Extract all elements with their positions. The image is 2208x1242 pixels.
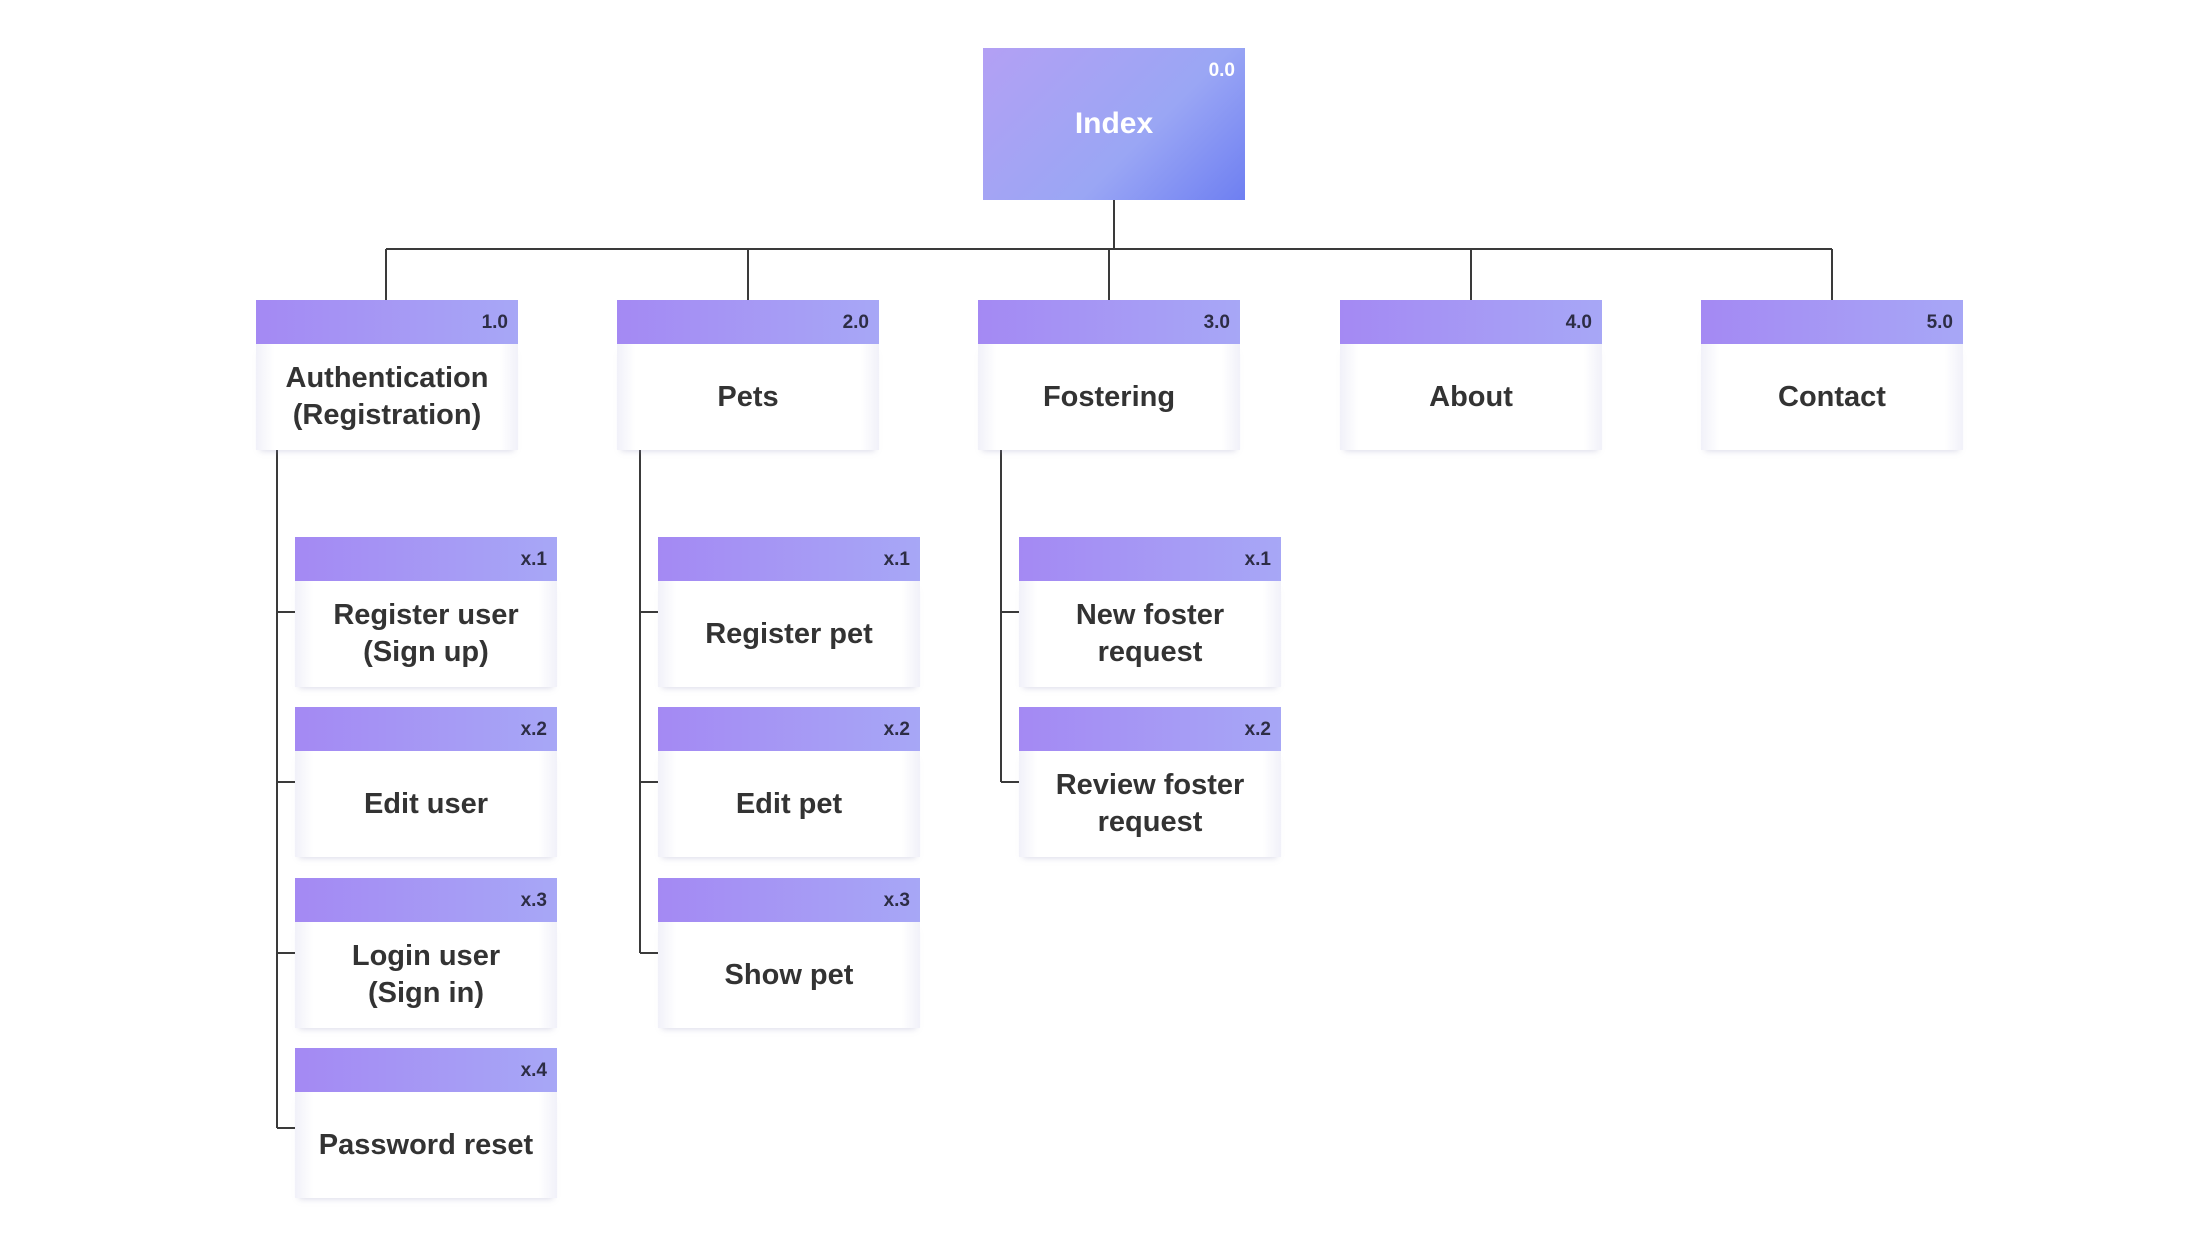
node-number: x.1 (883, 549, 910, 570)
node-label: Fostering (1042, 380, 1176, 413)
node-label: New foster request (1075, 599, 1225, 668)
node-label: Authentication (Registration) (285, 362, 489, 431)
node-label: Edit user (363, 787, 489, 820)
node-label: Password reset (318, 1128, 534, 1161)
node-number: 2.0 (842, 312, 869, 333)
node-label: Edit pet (735, 787, 843, 820)
node-index: 0.0 Index (983, 48, 1245, 200)
node-authentication: 1.0 Authentication (Registration) (256, 300, 518, 450)
node-edit-pet: x.2 Edit pet (658, 707, 920, 857)
node-label: Review foster request (1055, 769, 1245, 838)
node-review-foster-request: x.2 Review foster request (1019, 707, 1281, 857)
node-register-pet: x.1 Register pet (658, 537, 920, 687)
node-number: x.3 (520, 890, 547, 911)
node-new-foster-request: x.1 New foster request (1019, 537, 1281, 687)
node-login-user: x.3 Login user (Sign in) (295, 878, 557, 1028)
node-fostering: 3.0 Fostering (978, 300, 1240, 450)
node-number: x.2 (1244, 719, 1271, 740)
node-number: 1.0 (481, 312, 508, 333)
node-label: Pets (717, 380, 779, 413)
node-register-user: x.1 Register user (Sign up) (295, 537, 557, 687)
node-number: x.4 (520, 1060, 547, 1081)
node-number: x.2 (883, 719, 910, 740)
node-number: x.2 (520, 719, 547, 740)
node-label: Register user (Sign up) (333, 599, 519, 668)
node-contact: 5.0 Contact (1701, 300, 1963, 450)
node-edit-user: x.2 Edit user (295, 707, 557, 857)
node-password-reset: x.4 Password reset (295, 1048, 557, 1198)
node-label: Contact (1778, 380, 1886, 413)
node-label: About (1429, 380, 1513, 413)
node-label: Show pet (724, 958, 854, 991)
node-number: 5.0 (1926, 312, 1953, 333)
node-number: 3.0 (1203, 312, 1230, 333)
node-number: 0.0 (1208, 60, 1235, 81)
node-label: Register pet (705, 617, 873, 650)
node-pets: 2.0 Pets (617, 300, 879, 450)
node-number: 4.0 (1565, 312, 1592, 333)
node-show-pet: x.3 Show pet (658, 878, 920, 1028)
node-number: x.1 (520, 549, 547, 570)
node-about: 4.0 About (1340, 300, 1602, 450)
node-label: Login user (Sign in) (351, 940, 501, 1009)
node-number: x.1 (1244, 549, 1271, 570)
node-label: Index (1074, 107, 1154, 140)
node-number: x.3 (883, 890, 910, 911)
